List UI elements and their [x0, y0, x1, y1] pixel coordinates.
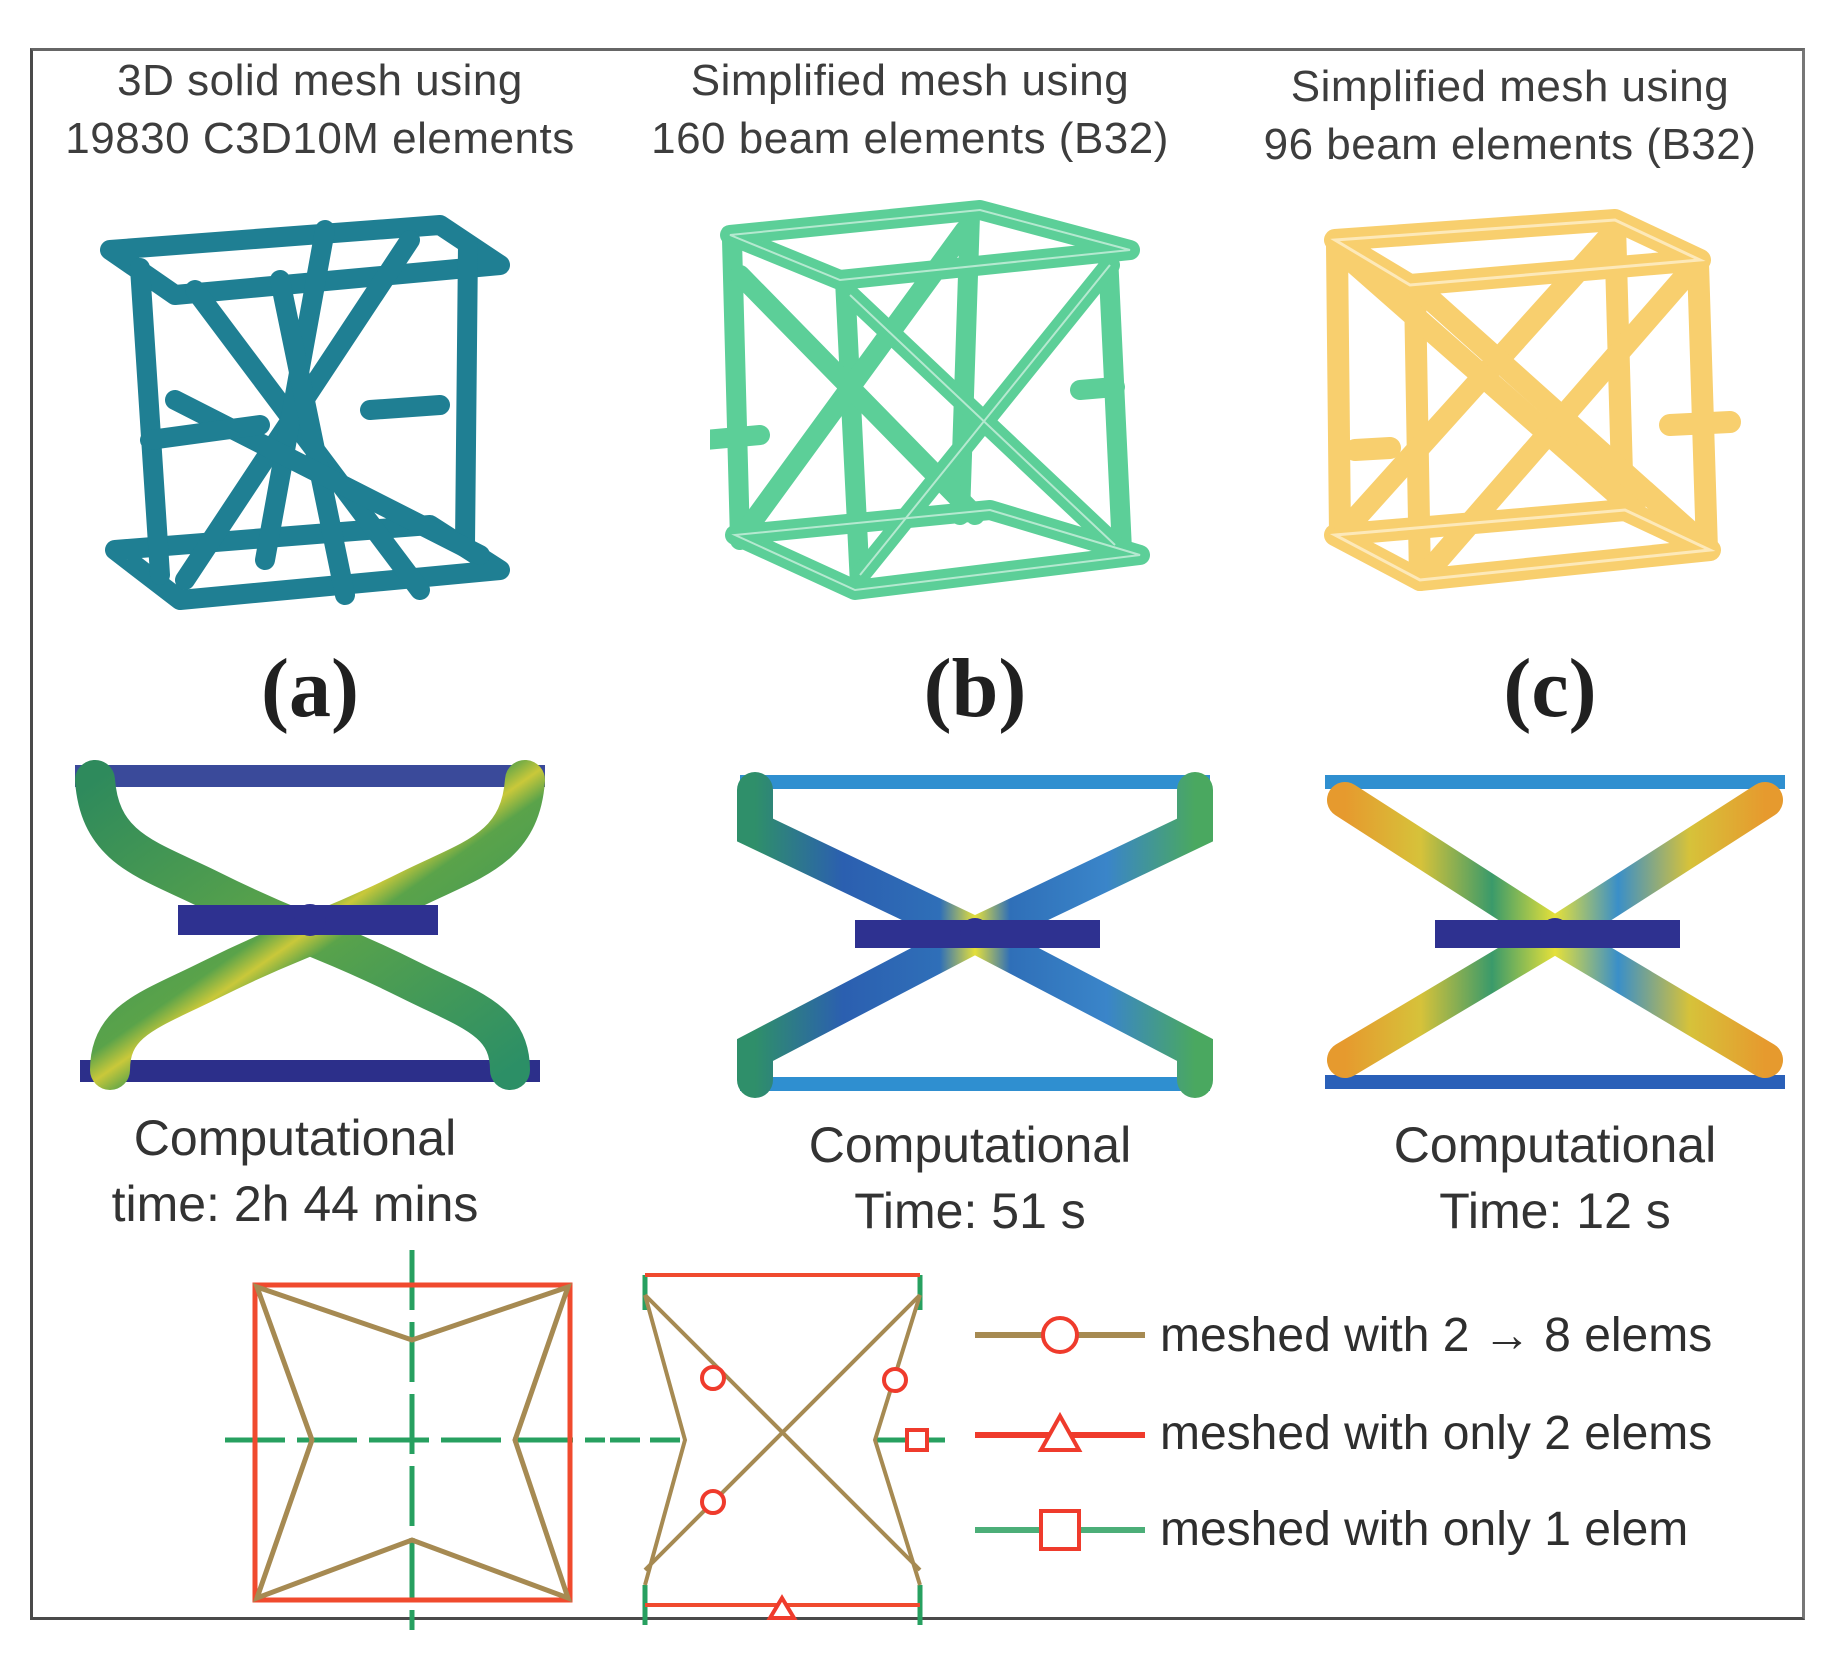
legend-marker-square-line — [975, 1509, 1145, 1551]
header-b-line2: 160 beam elements (B32) — [651, 114, 1169, 163]
comp-time-a: Computational time: 2h 44 mins — [55, 1105, 535, 1237]
schematic-top-view — [225, 1250, 605, 1630]
mesh-b-lattice — [710, 200, 1150, 600]
comp-time-a-line2: time: 2h 44 mins — [111, 1176, 479, 1232]
header-a-line1: 3D solid mesh using — [117, 56, 523, 105]
comp-time-c-line1: Computational — [1393, 1117, 1717, 1173]
comp-time-c-line2: Time: 12 s — [1439, 1183, 1671, 1239]
legend-item-3: meshed with only 1 elem — [1160, 1503, 1689, 1556]
header-c-line1: Simplified mesh using — [1290, 62, 1730, 111]
header-a: 3D solid mesh using 19830 C3D10M element… — [30, 52, 610, 168]
schematic-side-view — [610, 1273, 950, 1625]
contour-c — [1325, 775, 1785, 1089]
comp-time-b-line2: Time: 51 s — [854, 1183, 1086, 1239]
header-c-line2: 96 beam elements (B32) — [1263, 120, 1757, 169]
panel-label-b: (b) — [923, 642, 1027, 735]
comp-time-a-line1: Computational — [133, 1110, 457, 1166]
mesh-a-lattice — [100, 215, 510, 610]
contour-a — [75, 760, 545, 1090]
mesh-c-lattice — [1324, 209, 1741, 591]
header-c: Simplified mesh using 96 beam elements (… — [1220, 58, 1800, 174]
panel-label-a: (a) — [261, 642, 359, 735]
comp-time-b: Computational Time: 51 s — [730, 1112, 1210, 1244]
legend-item-1: meshed with 2 → 8 elems — [1160, 1309, 1713, 1362]
header-b: Simplified mesh using 160 beam elements … — [620, 52, 1200, 168]
header-b-line1: Simplified mesh using — [690, 56, 1130, 105]
comp-time-c: Computational Time: 12 s — [1315, 1112, 1795, 1244]
legend-item-2: meshed with only 2 elems — [1160, 1407, 1713, 1460]
comp-time-b-line1: Computational — [808, 1117, 1132, 1173]
legend-marker-triangle-line — [975, 1411, 1145, 1452]
header-a-line2: 19830 C3D10M elements — [65, 114, 575, 163]
panel-label-c: (c) — [1503, 642, 1597, 735]
contour-b — [737, 772, 1213, 1098]
legend-marker-circle-line — [975, 1316, 1145, 1354]
